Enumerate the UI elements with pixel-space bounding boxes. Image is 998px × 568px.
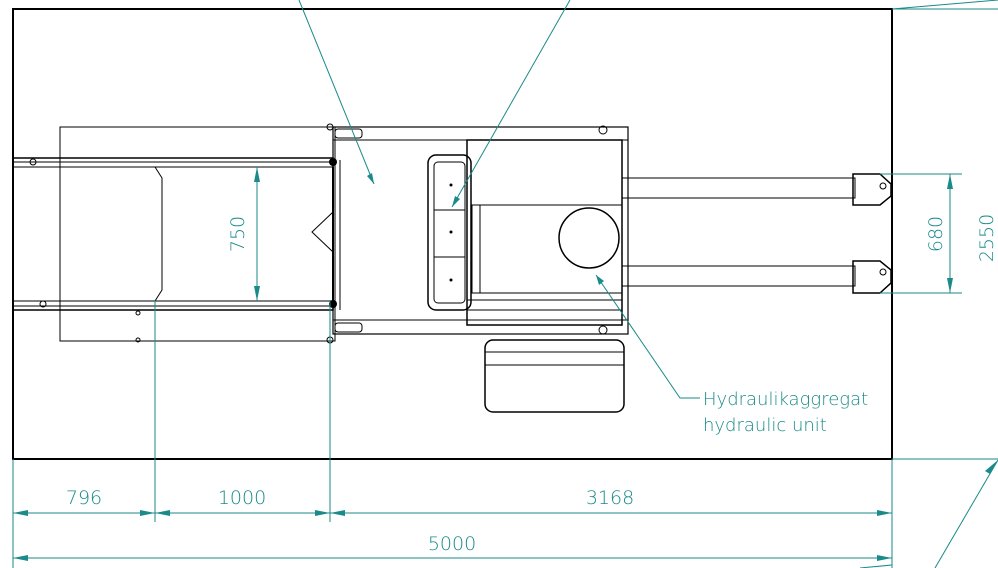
dim-680-line <box>880 173 962 294</box>
hydraulic-unit-label-de: Hydraulikaggregat <box>703 389 868 410</box>
leader-lines <box>298 0 700 399</box>
horizontal-dimensions <box>12 300 893 568</box>
dim-2550-line <box>859 0 998 568</box>
dim-2550: 2550 <box>976 214 998 262</box>
conveyor-section <box>12 123 341 344</box>
dim-5000: 5000 <box>428 533 476 555</box>
dim-680: 680 <box>925 216 947 252</box>
hydraulic-block <box>427 139 623 326</box>
dim-1000: 1000 <box>218 487 266 509</box>
dim-796: 796 <box>66 487 102 509</box>
hydraulic-tank <box>558 207 620 269</box>
dim-750-line <box>254 167 260 301</box>
dim-3168: 3168 <box>586 487 634 509</box>
control-box <box>484 339 625 413</box>
hydraulic-unit-label-en: hydraulic unit <box>703 415 827 436</box>
dim-750: 750 <box>227 216 249 252</box>
forks <box>621 173 892 294</box>
